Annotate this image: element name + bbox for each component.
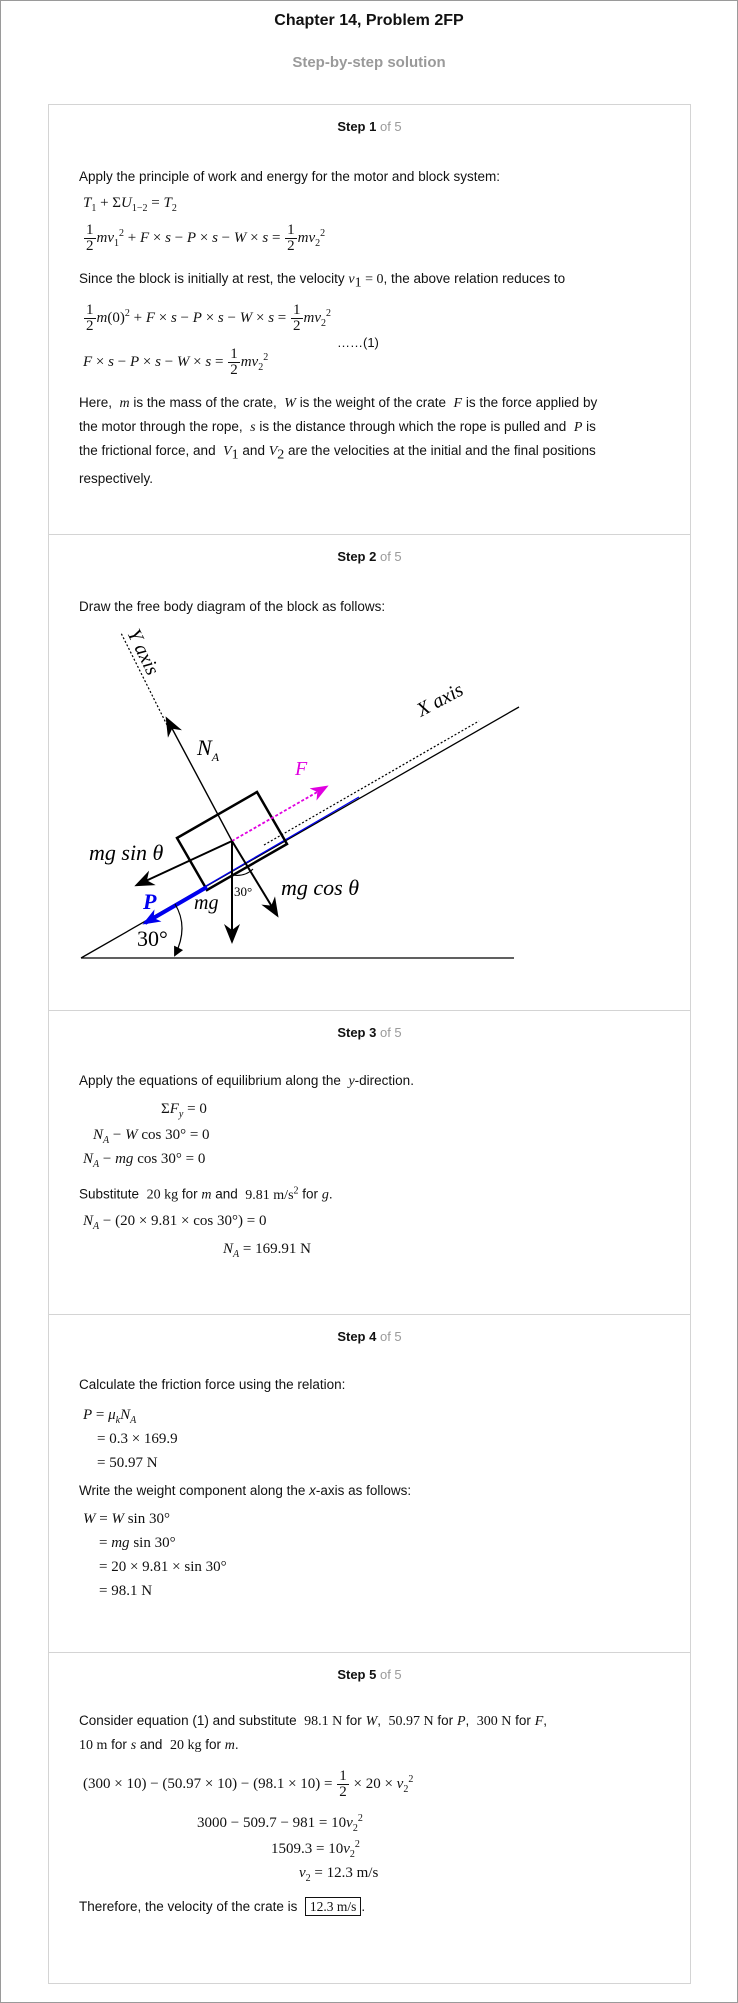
energy-eq-a: (300 × 10) − (50.97 × 10) − (98.1 × 10) … [83, 1768, 414, 1800]
small-angle-arc [231, 868, 254, 876]
mg-cos-arrow [231, 840, 279, 918]
step-1-intro: Apply the principle of work and energy f… [79, 169, 500, 184]
x-axis-label: X axis [412, 679, 467, 722]
step-4-card: Step 4 of 5 Calculate the friction force… [48, 1314, 691, 1653]
free-body-diagram: Y axis X axis NA F mg sin θ mg cos θ mg … [80, 626, 520, 959]
weight-eq-a: W = W sin 30° [83, 1511, 170, 1527]
step-4-intro: Calculate the friction force using the r… [79, 1377, 346, 1392]
step-5-intro: Consider equation (1) and substitute 98.… [79, 1713, 548, 1753]
step-4-heading: Step 4 of 5 [337, 1329, 402, 1344]
big-angle-label: 30° [137, 926, 168, 951]
work-energy-equation: T1 + ΣU1−2 = T2 [83, 195, 177, 214]
step-1-card: Step 1 of 5 Apply the principle of work … [48, 104, 691, 535]
mg-cos-label: mg cos θ [281, 875, 359, 900]
step-3-card: Step 3 of 5 Apply the equations of equil… [48, 1010, 691, 1315]
friction-eq-c: = 50.97 N [97, 1455, 158, 1471]
friction-line [198, 796, 360, 891]
step-1-heading: Step 1 of 5 [337, 119, 402, 134]
small-angle-label: 30° [234, 884, 252, 899]
normal-force-label: NA [196, 735, 220, 764]
crate-block [175, 790, 289, 892]
x-axis-line [263, 720, 480, 846]
energy-eq-d: v2 = 12.3 m/s [299, 1865, 379, 1884]
step-3-heading: Step 3 of 5 [337, 1025, 402, 1040]
normal-force-arrow [165, 716, 233, 842]
weight-eq-b: = mg sin 30° [99, 1535, 176, 1551]
step-5-card: Step 5 of 5 Consider equation (1) and su… [48, 1652, 691, 1984]
weight-eq-c: = 20 × 9.81 × sin 30° [99, 1559, 227, 1575]
step-2-intro: Draw the free body diagram of the block … [79, 599, 386, 614]
equilibrium-eq-a: NA − W cos 30° = 0 [93, 1127, 210, 1146]
step-3-substitute: Substitute 20 kg for m and 9.81 m/s2 for… [79, 1185, 333, 1203]
page-subtitle: Step-by-step solution [292, 54, 446, 71]
substituted-equation: NA − (20 × 9.81 × cos 30°) = 0 [83, 1213, 267, 1232]
energy-eq-b: 3000 − 509.7 − 981 = 10v22 [197, 1813, 363, 1834]
equilibrium-eq-b: NA − mg cos 30° = 0 [83, 1151, 206, 1170]
energy-eq-c: 1509.3 = 10v22 [271, 1839, 360, 1860]
final-answer: 12.3 m/s [304, 1897, 362, 1916]
step-1-definitions: Here, m is the mass of the crate, W is t… [79, 395, 598, 486]
big-angle-arc [174, 903, 184, 957]
normal-force-result: NA = 169.91 N [223, 1241, 311, 1260]
step-5-conclusion: Therefore, the velocity of the crate is … [79, 1897, 366, 1916]
step-5-heading: Step 5 of 5 [337, 1667, 402, 1682]
friction-eq-a: P = μkNA [83, 1407, 137, 1426]
step-2-heading: Step 2 of 5 [337, 549, 402, 564]
mg-sin-arrow [134, 840, 233, 887]
mg-sin-label: mg sin θ [89, 840, 164, 865]
applied-force-arrow [231, 785, 329, 842]
weight-eq-d: = 98.1 N [99, 1583, 153, 1599]
step-4-weight-intro: Write the weight component along the x-a… [79, 1483, 412, 1498]
applied-force-label: F [294, 758, 308, 780]
step-1-rest-text: Since the block is initially at rest, th… [79, 271, 566, 291]
y-axis-label: Y axis [123, 626, 164, 679]
page-title: Chapter 14, Problem 2FP [274, 12, 464, 29]
weight-label: mg [194, 892, 218, 914]
sum-fy-equation: ΣFy = 0 [161, 1101, 207, 1120]
step-2-card: Step 2 of 5 Draw the free body diagram o… [48, 534, 691, 1011]
friction-label: P [142, 889, 157, 914]
y-axis-line [120, 632, 168, 726]
friction-eq-b: = 0.3 × 169.9 [97, 1431, 178, 1447]
step-3-intro: Apply the equations of equilibrium along… [79, 1073, 414, 1089]
equation-tag: ……(1) [337, 335, 379, 350]
